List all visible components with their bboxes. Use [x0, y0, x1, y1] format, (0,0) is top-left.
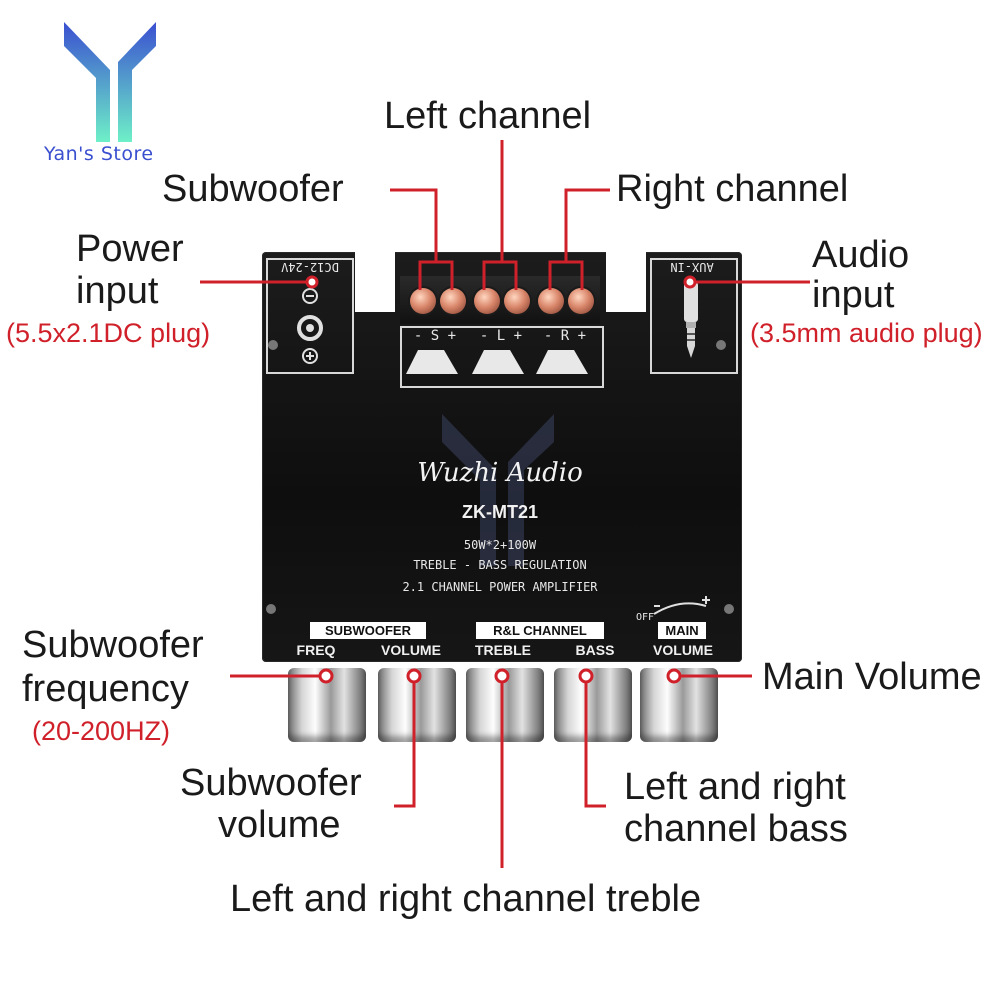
- terminal-left-plus[interactable]: [504, 288, 530, 314]
- store-name: Yan's Store: [44, 143, 154, 165]
- terminal-label-right: - R +: [543, 328, 587, 344]
- power-input-label-line1: Power: [76, 228, 184, 270]
- right-channel-label: Right channel: [616, 168, 849, 210]
- knob-bass[interactable]: [554, 668, 632, 742]
- board-model: ZK-MT21: [462, 502, 538, 522]
- volume-arc-icon: [650, 596, 714, 623]
- terminal-label-box: [400, 326, 604, 388]
- board-notch-left: [355, 252, 395, 312]
- aux-input-panel: [650, 258, 738, 374]
- dc-jack-icon: [288, 286, 332, 371]
- lr-bass-label-line2: channel bass: [624, 808, 848, 850]
- left-channel-label: Left channel: [384, 95, 592, 137]
- control-label-bass: BASS: [575, 642, 615, 658]
- board-brand-script: Wuzhi Audio: [417, 458, 583, 488]
- group-label-rl-channel: R&L CHANNEL: [476, 622, 604, 639]
- screw-icon: [724, 604, 734, 614]
- sub-freq-label-line1: Subwoofer: [22, 624, 204, 666]
- audio-input-label-line1: Audio: [812, 234, 910, 276]
- dc-input-panel: [266, 258, 354, 374]
- sub-freq-note: (20-200HZ): [32, 716, 171, 746]
- terminal-sub-minus[interactable]: [410, 288, 436, 314]
- main-volume-label: Main Volume: [762, 656, 982, 698]
- board-notch-right: [606, 252, 646, 312]
- logo-y-icon: [64, 22, 156, 142]
- terminal-label-sub: - S +: [413, 328, 457, 344]
- subwoofer-label: Subwoofer: [162, 168, 344, 210]
- terminal-left-minus[interactable]: [474, 288, 500, 314]
- lr-bass-label-line1: Left and right: [624, 766, 846, 808]
- store-logo: [60, 18, 160, 146]
- control-label-main-volume: VOLUME: [653, 642, 713, 658]
- sub-freq-label-line2: frequency: [22, 668, 189, 710]
- group-label-main: MAIN: [658, 622, 706, 639]
- terminal-sub-plus[interactable]: [440, 288, 466, 314]
- control-label-freq: FREQ: [296, 642, 336, 658]
- off-label: OFF: [636, 612, 655, 623]
- screw-icon: [716, 340, 726, 350]
- audio-input-label-line2: input: [812, 274, 895, 316]
- board-watermark: [438, 410, 558, 575]
- terminal-label-left: - L +: [479, 328, 523, 344]
- terminal-right-plus[interactable]: [568, 288, 594, 314]
- terminal-right-minus[interactable]: [538, 288, 564, 314]
- board-regulation: TREBLE - BASS REGULATION: [413, 558, 587, 572]
- control-label-treble: TREBLE: [475, 642, 531, 658]
- lr-treble-label: Left and right channel treble: [230, 878, 702, 920]
- board-description: 2.1 CHANNEL POWER AMPLIFIER: [402, 580, 598, 594]
- power-input-note: (5.5x2.1DC plug): [6, 318, 211, 348]
- screw-icon: [266, 604, 276, 614]
- aux-jack-icon: [676, 278, 706, 373]
- group-label-subwoofer: SUBWOOFER: [310, 622, 426, 639]
- sub-volume-label-line2: volume: [218, 804, 341, 846]
- screw-icon: [268, 340, 278, 350]
- board-power-spec: 50W*2+100W: [463, 538, 537, 552]
- audio-input-note: (3.5mm audio plug): [750, 318, 983, 348]
- control-label-sub-volume: VOLUME: [381, 642, 441, 658]
- power-input-label-line2: input: [76, 270, 159, 312]
- speaker-icons: [404, 346, 600, 385]
- sub-volume-label-line1: Subwoofer: [180, 762, 362, 804]
